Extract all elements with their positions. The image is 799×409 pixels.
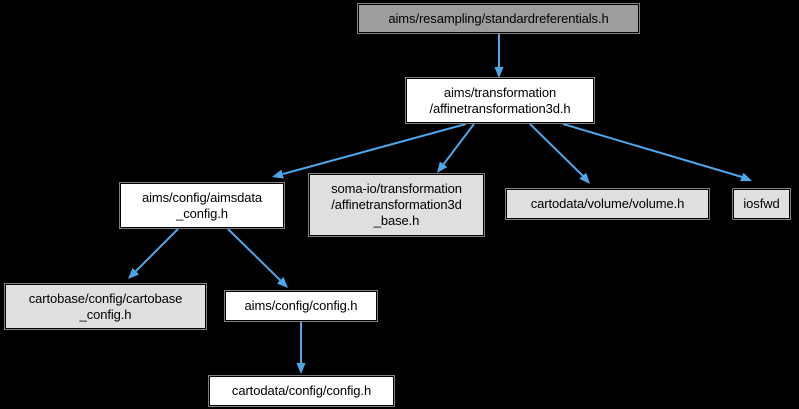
arrowhead-icon: [296, 363, 306, 374]
graph-node-cartobase_config[interactable]: cartobase/config/cartobase _config.h: [4, 283, 207, 330]
graph-node-volume[interactable]: cartodata/volume/volume.h: [505, 188, 710, 220]
arrowhead-icon: [276, 276, 288, 288]
edge-affinetransformation3d-to-affinetransformation3d_base: [437, 123, 475, 173]
edge-aims_config-to-cartodata_config: [296, 322, 306, 374]
edge-aimsdata_config-to-aims_config: [227, 228, 288, 288]
edge-affinetransformation3d-to-iosfwd: [562, 123, 752, 182]
arrowhead-icon: [579, 172, 590, 184]
arrowhead-icon: [740, 172, 752, 182]
edge-affinetransformation3d-to-aimsdata_config: [272, 123, 467, 179]
graph-node-affinetransformation3d[interactable]: aims/transformation /affinetransformatio…: [405, 77, 595, 124]
graph-node-aims_config[interactable]: aims/config/config.h: [224, 290, 378, 322]
edge-affinetransformation3d-to-volume: [529, 123, 590, 184]
arrowhead-icon: [272, 169, 284, 179]
arrowhead-icon: [494, 67, 504, 78]
graph-node-cartodata_config[interactable]: cartodata/config/config.h: [208, 375, 395, 407]
graph-node-affinetransformation3d_base[interactable]: soma-io/transformation /affinetransforma…: [308, 173, 485, 237]
arrowhead-icon: [128, 267, 140, 279]
arrowhead-icon: [437, 161, 448, 173]
graph-node-iosfwd[interactable]: iosfwd: [732, 188, 791, 220]
graph-node-standardreferentials[interactable]: aims/resampling/standardreferentials.h: [357, 3, 640, 34]
graph-node-aimsdata_config[interactable]: aims/config/aimsdata _config.h: [119, 182, 285, 229]
edge-aimsdata_config-to-cartobase_config: [128, 228, 179, 279]
edge-standardreferentials-to-affinetransformation3d: [494, 34, 504, 78]
